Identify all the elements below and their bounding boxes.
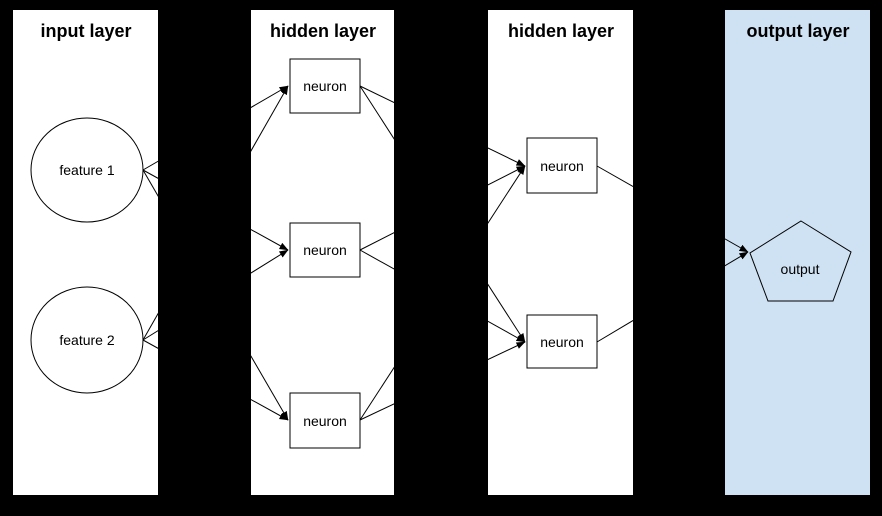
panel-input-layer: input layer [13, 10, 158, 495]
panel-hidden-layer-2-bg [488, 10, 633, 495]
panel-input-layer-bg [13, 10, 158, 495]
hidden2-neuron-1-box [526, 137, 598, 194]
panel-hidden-layer-2-title: hidden layer [508, 21, 614, 41]
panel-input-layer-title: input layer [40, 21, 131, 41]
edge-h1n2-to-h2n2 [359, 249, 526, 343]
hidden1-neuron-1-label: neuron [303, 78, 347, 94]
edge-feature2-to-h1n1 [142, 85, 289, 341]
feature-2-ellipse [30, 286, 144, 394]
edge-h1n3-to-h2n1 [359, 165, 526, 421]
node-hidden1-neuron-3: neuron [289, 392, 361, 449]
edge-h1n1-to-h2n1 [359, 85, 526, 167]
output-pentagon [749, 220, 852, 302]
hidden1-neuron-3-label: neuron [303, 413, 347, 429]
hidden1-neuron-3-box [289, 392, 361, 449]
node-hidden2-neuron-2: neuron [526, 314, 598, 369]
edge-feature1-to-h1n2 [142, 169, 289, 251]
hidden2-neuron-2-box [526, 314, 598, 369]
output-label: output [781, 261, 820, 277]
node-hidden1-neuron-1: neuron [289, 58, 361, 114]
node-feature-2: feature 2 [30, 286, 144, 394]
edge-feature2-to-h1n3 [142, 339, 289, 421]
node-hidden2-neuron-1: neuron [526, 137, 598, 194]
hidden1-neuron-2-label: neuron [303, 242, 347, 258]
edge-h2n2-to-output [596, 251, 749, 343]
edge-h1n3-to-h2n2 [359, 341, 526, 421]
edge-h1n1-to-h2n2 [359, 85, 526, 343]
hidden1-neuron-2-box [289, 222, 361, 278]
feature-1-ellipse [30, 117, 144, 223]
node-hidden1-neuron-2: neuron [289, 222, 361, 278]
hidden1-neuron-1-box [289, 58, 361, 114]
connection-edges [142, 85, 749, 421]
panel-hidden-layer-1-title: hidden layer [270, 21, 376, 41]
feature-2-label: feature 2 [59, 332, 114, 348]
hidden2-neuron-1-label: neuron [540, 158, 584, 174]
node-feature-1: feature 1 [30, 117, 144, 223]
panel-hidden-layer-2: hidden layer [488, 10, 633, 495]
feature-1-label: feature 1 [59, 162, 114, 178]
hidden2-neuron-2-label: neuron [540, 334, 584, 350]
node-output: output [749, 220, 852, 302]
nodes: feature 1 feature 2 neuron neuron neuron… [30, 58, 852, 449]
edge-feature2-to-h1n2 [142, 249, 289, 341]
panel-output-layer-title: output layer [746, 21, 849, 41]
edge-h1n2-to-h2n1 [359, 165, 526, 251]
edge-h2n1-to-output [596, 165, 749, 253]
edge-feature1-to-h1n1 [142, 85, 289, 171]
layer-panels: input layer hidden layer hidden layer ou… [13, 10, 870, 495]
